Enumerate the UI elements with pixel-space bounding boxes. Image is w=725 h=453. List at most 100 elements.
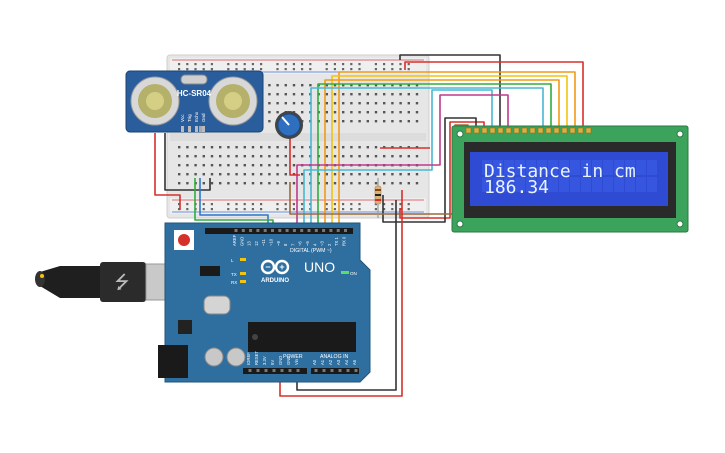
breadboard-hole bbox=[292, 203, 295, 206]
breadboard-hole bbox=[284, 203, 287, 206]
breadboard-hole bbox=[325, 173, 328, 176]
arduino-pin-label: ~9 bbox=[276, 241, 281, 246]
breadboard-hole bbox=[333, 155, 337, 158]
arduino-pin[interactable] bbox=[338, 369, 342, 372]
lcd-pin[interactable] bbox=[497, 127, 504, 134]
lcd-pin[interactable] bbox=[473, 127, 480, 134]
lcd-mount-hole bbox=[456, 130, 464, 138]
arduino-pin[interactable] bbox=[354, 369, 358, 372]
breadboard-hole bbox=[325, 203, 328, 206]
reset-button[interactable] bbox=[178, 234, 190, 246]
lcd-pin[interactable] bbox=[521, 127, 528, 134]
breadboard-hole bbox=[301, 208, 304, 211]
lcd-pin[interactable] bbox=[505, 127, 512, 134]
breadboard-hole bbox=[301, 84, 304, 87]
breadboard-hole bbox=[235, 146, 238, 149]
sensor-label: HC-SR04 bbox=[177, 89, 212, 98]
breadboard-hole bbox=[391, 155, 394, 158]
arduino-pin[interactable] bbox=[241, 229, 245, 232]
arduino-pin[interactable] bbox=[263, 229, 267, 232]
arduino-pin[interactable] bbox=[234, 229, 238, 232]
lcd-pin[interactable] bbox=[537, 127, 544, 134]
lcd-pin[interactable] bbox=[553, 127, 560, 134]
lcd-pin[interactable] bbox=[529, 127, 536, 134]
breadboard-hole bbox=[342, 203, 345, 206]
usb-chip bbox=[200, 266, 220, 276]
breadboard-hole bbox=[268, 120, 271, 123]
wire-orange-d2 bbox=[338, 71, 576, 232]
breadboard-hole bbox=[366, 173, 369, 176]
arduino-pin[interactable] bbox=[256, 229, 260, 232]
led-l-label: L bbox=[231, 258, 234, 263]
arduino-pin[interactable] bbox=[271, 229, 274, 232]
breadboard-hole bbox=[268, 102, 271, 105]
breadboard-hole bbox=[260, 208, 263, 211]
lcd-pin[interactable] bbox=[577, 127, 584, 134]
breadboard-hole bbox=[325, 146, 328, 149]
breadboard-hole bbox=[268, 182, 271, 185]
arduino-pin-label: 7 bbox=[290, 243, 295, 246]
breadboard-hole bbox=[374, 84, 378, 87]
breadboard-hole bbox=[358, 146, 361, 149]
breadboard-hole bbox=[383, 203, 386, 206]
breadboard-hole bbox=[210, 208, 213, 211]
breadboard-hole bbox=[383, 182, 386, 185]
lcd-pin[interactable] bbox=[465, 127, 472, 134]
arduino-pin[interactable] bbox=[264, 369, 268, 372]
breadboard-hole bbox=[350, 120, 353, 123]
arduino-pin-label: GND bbox=[239, 237, 244, 246]
breadboard-hole bbox=[227, 63, 230, 66]
arduino-pin[interactable] bbox=[285, 229, 289, 232]
arduino-pin[interactable] bbox=[272, 369, 276, 372]
arduino-pin[interactable] bbox=[248, 369, 252, 372]
breadboard-hole bbox=[358, 155, 361, 158]
arduino-pin[interactable] bbox=[307, 229, 311, 232]
breadboard-hole bbox=[358, 182, 361, 185]
breadboard-hole bbox=[186, 155, 189, 158]
breadboard-hole bbox=[366, 155, 369, 158]
lcd-pin[interactable] bbox=[561, 127, 568, 134]
lcd-pin[interactable] bbox=[489, 127, 496, 134]
wire-red-5v bbox=[279, 190, 403, 397]
arduino-pin[interactable] bbox=[314, 229, 318, 232]
breadboard-hole bbox=[251, 182, 255, 185]
arduino-pin[interactable] bbox=[314, 369, 318, 372]
lcd-pin[interactable] bbox=[481, 127, 488, 134]
arduino-pin[interactable] bbox=[280, 369, 284, 372]
arduino-pin[interactable] bbox=[346, 369, 350, 372]
arduino-pin[interactable] bbox=[322, 229, 326, 232]
breadboard-hole bbox=[407, 102, 410, 105]
arduino-pin[interactable] bbox=[344, 229, 347, 232]
lcd-pin[interactable] bbox=[513, 127, 520, 134]
lcd-cell bbox=[526, 160, 536, 175]
arduino-pin[interactable] bbox=[278, 229, 282, 232]
lcd-pin[interactable] bbox=[545, 127, 552, 134]
lcd-pin[interactable] bbox=[585, 127, 592, 134]
lcd-module: Distance in cm 186.34 bbox=[451, 125, 689, 233]
breadboard-hole bbox=[276, 146, 279, 149]
breadboard-hole bbox=[251, 63, 254, 66]
breadboard-hole bbox=[366, 111, 369, 114]
arduino-pin[interactable] bbox=[322, 369, 326, 372]
arduino-pin[interactable] bbox=[329, 229, 333, 232]
arduino-pin[interactable] bbox=[336, 229, 340, 232]
arduino-pin[interactable] bbox=[256, 369, 260, 372]
lcd-pin[interactable] bbox=[569, 127, 576, 134]
arduino-pin[interactable] bbox=[300, 229, 304, 232]
breadboard-hole bbox=[407, 173, 410, 176]
breadboard-hole bbox=[374, 146, 378, 149]
arduino-pin-label: Vin bbox=[294, 358, 299, 365]
capacitor-1 bbox=[204, 347, 224, 367]
breadboard-hole bbox=[292, 102, 296, 105]
breadboard-hole bbox=[276, 63, 279, 66]
arduino-pin-label: A4 bbox=[344, 359, 349, 365]
arduino-pin[interactable] bbox=[249, 229, 253, 232]
arduino-pin[interactable] bbox=[288, 369, 292, 372]
arduino-pin[interactable] bbox=[296, 369, 300, 372]
breadboard-hole bbox=[415, 155, 419, 158]
arduino-pin[interactable] bbox=[292, 229, 296, 232]
arduino-pin[interactable] bbox=[330, 369, 334, 372]
